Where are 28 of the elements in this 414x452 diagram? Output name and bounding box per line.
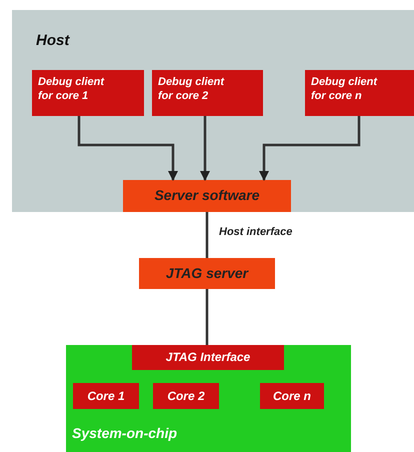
- box-label: JTAG Interface: [166, 350, 250, 365]
- connector-line: [206, 289, 208, 345]
- process-box: [152, 70, 263, 116]
- process-box: [305, 70, 414, 116]
- group-heading: Host: [36, 32, 71, 51]
- process-box: [260, 383, 324, 409]
- process-box: [132, 345, 284, 370]
- process-box: [73, 383, 139, 409]
- process-box: [123, 180, 291, 212]
- box-label: JTAG server: [166, 264, 248, 282]
- group-panel: [66, 345, 351, 452]
- process-box: [153, 383, 219, 409]
- group-heading: System-on-chip: [72, 425, 178, 442]
- box-label: Debug client for core n: [311, 76, 378, 104]
- process-box: [139, 258, 275, 289]
- arrow: [259, 116, 360, 181]
- box-label: Debug client for core 1: [38, 76, 106, 104]
- box-label: Debug client for core 2: [158, 76, 226, 104]
- box-label: Core n: [272, 388, 311, 404]
- group-panel: [12, 10, 414, 212]
- arrow: [200, 116, 210, 181]
- box-label: Core 1: [87, 388, 125, 404]
- process-box: [32, 70, 144, 116]
- box-label: Core 2: [167, 388, 205, 404]
- box-label: Server software: [154, 187, 260, 205]
- connector-line: [206, 212, 208, 258]
- edge-label: Host interface: [219, 226, 292, 238]
- arrow: [78, 116, 178, 181]
